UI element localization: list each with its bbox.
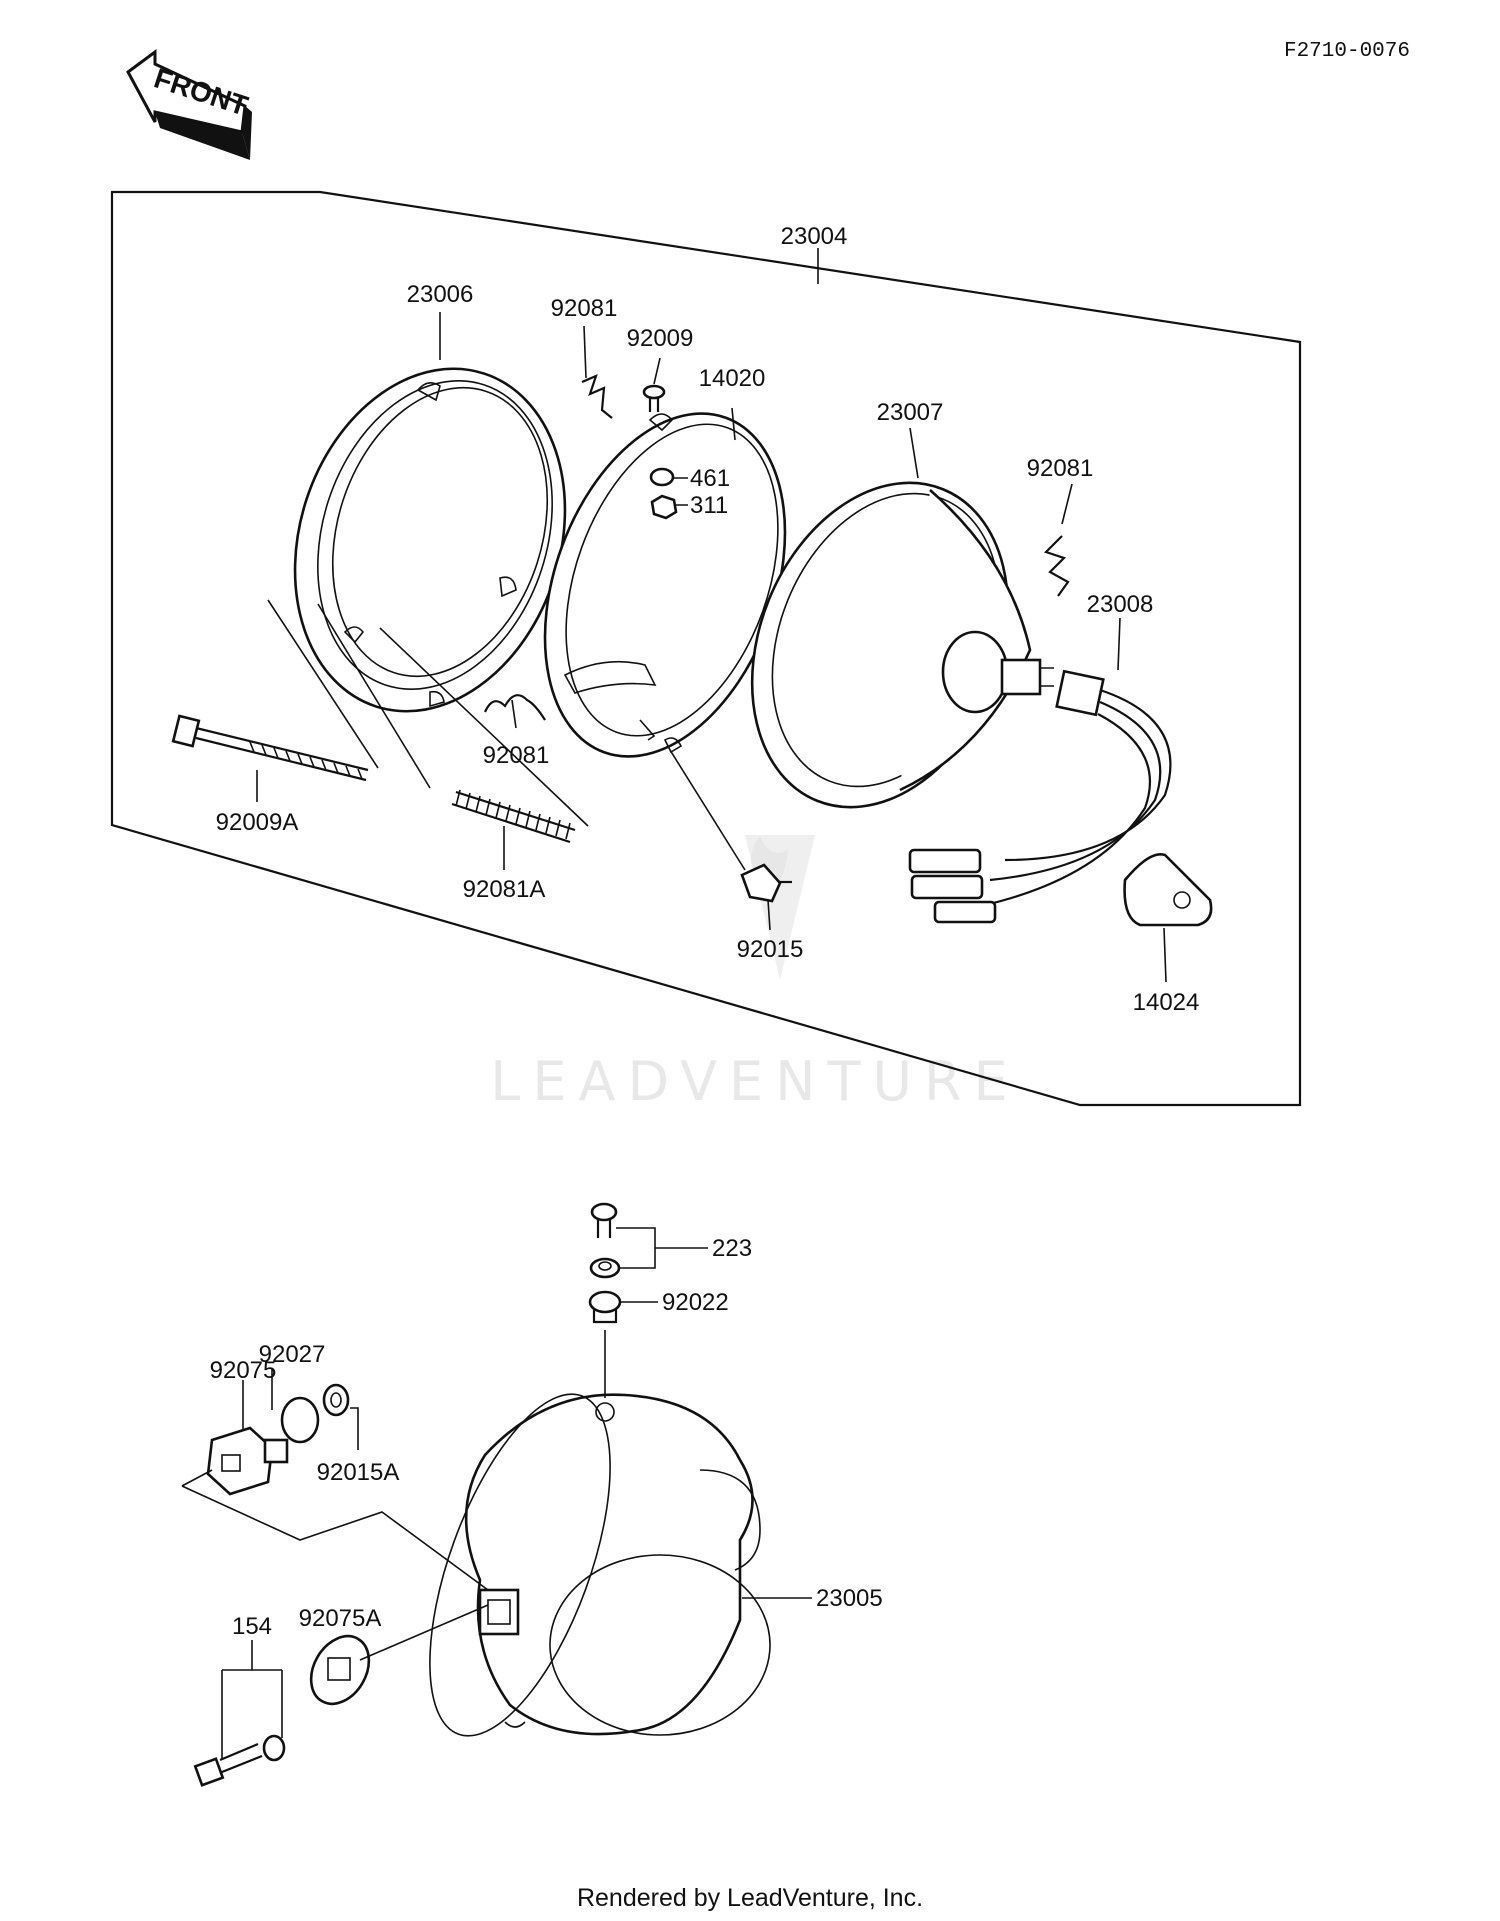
socket-92075[interactable] bbox=[206, 1426, 289, 1496]
callout-92027[interactable]: 92027 bbox=[259, 1341, 326, 1368]
assembly-outline-23004 bbox=[110, 190, 1302, 1107]
clip-92081-mid[interactable] bbox=[483, 694, 546, 721]
callout-92075A[interactable]: 92075A bbox=[299, 1605, 382, 1632]
callout-14020[interactable]: 14020 bbox=[699, 365, 766, 392]
callout-23006[interactable]: 23006 bbox=[407, 281, 474, 308]
callout-154[interactable]: 154 bbox=[232, 1613, 272, 1640]
callout-92022[interactable]: 92022 bbox=[662, 1289, 729, 1316]
clip-92081-right[interactable] bbox=[1043, 535, 1070, 597]
callout-92081-right[interactable]: 92081 bbox=[1027, 455, 1094, 482]
washer-461[interactable] bbox=[649, 467, 675, 487]
diagram-reference-code: F2710-0076 bbox=[1284, 40, 1410, 63]
housing-23005[interactable] bbox=[393, 1372, 771, 1758]
guide-line-92075A bbox=[359, 1604, 489, 1661]
leader-223 bbox=[616, 1227, 708, 1269]
callout-311[interactable]: 311 bbox=[690, 492, 728, 519]
callout-23005[interactable]: 23005 bbox=[816, 1585, 883, 1612]
nut-311[interactable] bbox=[650, 494, 678, 520]
screw-223[interactable] bbox=[589, 1202, 621, 1279]
bolt-92009A[interactable] bbox=[171, 714, 369, 782]
callout-92015A[interactable]: 92015A bbox=[317, 1459, 400, 1486]
callout-92009A[interactable]: 92009A bbox=[216, 809, 299, 836]
callout-92081-mid[interactable]: 92081 bbox=[483, 742, 550, 769]
callout-23007[interactable]: 23007 bbox=[877, 399, 944, 426]
callout-461[interactable]: 461 bbox=[690, 465, 730, 492]
guide-line-92081A bbox=[317, 603, 589, 827]
leader-154 bbox=[221, 1640, 283, 1760]
leader-92022 bbox=[604, 1301, 658, 1398]
bolt-154[interactable] bbox=[193, 1734, 286, 1787]
bulb-92015A[interactable] bbox=[322, 1383, 350, 1417]
cover-14024[interactable] bbox=[1123, 853, 1213, 927]
bulb-92015[interactable] bbox=[740, 863, 792, 903]
front-arrow-icon: FRONT bbox=[126, 49, 252, 160]
screw-92009[interactable] bbox=[642, 384, 666, 412]
callout-223[interactable]: 223 bbox=[712, 1235, 752, 1262]
callout-14024[interactable]: 14024 bbox=[1133, 989, 1200, 1016]
callout-92009[interactable]: 92009 bbox=[627, 325, 694, 352]
callout-23004[interactable]: 23004 bbox=[781, 223, 848, 250]
callout-92081-top[interactable]: 92081 bbox=[551, 295, 618, 322]
callout-23008[interactable]: 23008 bbox=[1087, 591, 1154, 618]
gasket-92075A[interactable] bbox=[299, 1626, 380, 1714]
leaders-upper bbox=[256, 248, 1167, 983]
spring-92081A[interactable] bbox=[451, 789, 576, 844]
callout-92081A[interactable]: 92081A bbox=[463, 876, 546, 903]
rim-23006[interactable] bbox=[252, 333, 607, 746]
callout-92015[interactable]: 92015 bbox=[737, 936, 804, 963]
credit-footer: Rendered by LeadVenture, Inc. bbox=[577, 1884, 923, 1912]
sealed-beam-23007[interactable] bbox=[706, 444, 1054, 845]
guide-line-92075 bbox=[181, 1469, 489, 1591]
bulb-92027[interactable] bbox=[280, 1396, 320, 1444]
guide-line-92009A bbox=[267, 599, 379, 769]
clip-92081-top[interactable] bbox=[581, 374, 613, 419]
callout-92075[interactable]: 92075 bbox=[210, 1357, 277, 1384]
grommet-92022[interactable] bbox=[588, 1290, 622, 1324]
watermark-text: LEADVENTURE bbox=[490, 1050, 1019, 1113]
guide-line-92015 bbox=[669, 749, 746, 871]
leader-92075-92027 bbox=[242, 1368, 359, 1450]
socket-23008[interactable] bbox=[908, 669, 1172, 924]
callout-labels: 23004 23006 92081 92009 14020 23007 461 … bbox=[210, 223, 1200, 1640]
